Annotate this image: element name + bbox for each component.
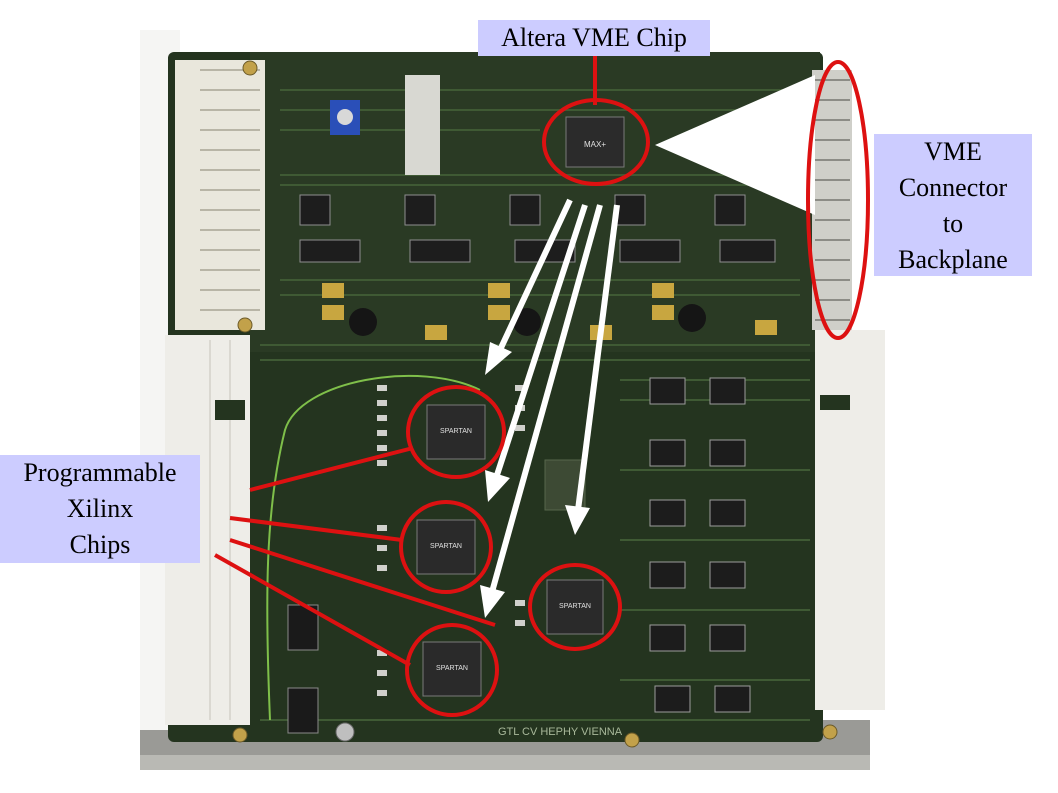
circle-xilinx-1 xyxy=(406,385,506,479)
arrow-vme-to-altera xyxy=(655,75,815,215)
circle-xilinx-2 xyxy=(399,500,493,594)
arrows-altera-to-xilinx xyxy=(480,198,620,618)
ic-sockets xyxy=(299,194,776,263)
svg-text:SPARTAN: SPARTAN xyxy=(436,665,468,672)
svg-text:SPARTAN: SPARTAN xyxy=(440,428,472,435)
circle-xilinx-4 xyxy=(405,623,499,717)
svg-text:SPARTAN: SPARTAN xyxy=(430,543,462,550)
connector-strip-right xyxy=(815,330,885,710)
xilinx-chip-3: SPARTAN xyxy=(546,579,604,635)
circle-vme-connector xyxy=(806,60,870,340)
jumper-wire xyxy=(266,374,481,721)
xilinx-chip-1: SPARTAN xyxy=(426,404,486,460)
dip-switch xyxy=(405,75,440,175)
silkscreen-text: GTL CV HEPHY VIENNA xyxy=(498,726,623,738)
circle-xilinx-3 xyxy=(528,563,622,651)
altera-chip-marking: MAX+ xyxy=(584,140,606,149)
callout-lines xyxy=(214,55,597,667)
circle-altera-chip xyxy=(542,98,650,186)
memory-chip-2 xyxy=(287,687,319,734)
pcb-traces xyxy=(260,89,810,721)
xilinx-chip-4: SPARTAN xyxy=(422,641,482,697)
label-programmable-xilinx-chips: Programmable Xilinx Chips xyxy=(0,455,200,563)
label-altera-vme-chip: Altera VME Chip xyxy=(478,20,710,56)
mounting-screws xyxy=(232,60,838,748)
driver-ics xyxy=(649,377,751,713)
coax-connector xyxy=(335,722,355,742)
altera-chip xyxy=(565,116,625,168)
svg-text:SPARTAN: SPARTAN xyxy=(559,603,591,610)
callout-circles xyxy=(399,60,870,717)
label-vme-connector: VME Connector to Backplane xyxy=(874,134,1032,276)
din-connector-top-left xyxy=(175,60,265,330)
xilinx-chip-2: SPARTAN xyxy=(416,519,476,575)
